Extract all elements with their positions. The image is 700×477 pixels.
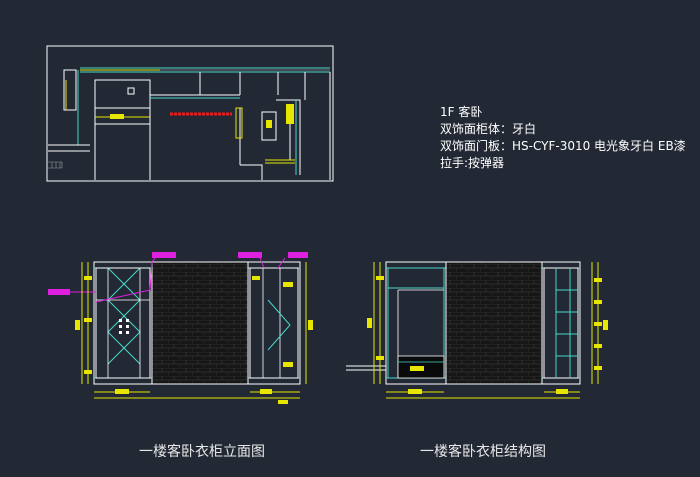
note-cabinet-body: 双饰面柜体：牙白: [440, 122, 537, 136]
structure-drawing: [346, 261, 608, 399]
note-door-panel: 双饰面门板：HS-CYF-3010 电光象牙白 EB漆: [440, 139, 686, 153]
floor-plan: [46, 45, 334, 182]
elevation-drawing: [48, 252, 313, 404]
note-room: 1F 客卧: [440, 105, 483, 119]
material-notes: 1F 客卧 双饰面柜体：牙白 双饰面门板：HS-CYF-3010 电光象牙白 E…: [440, 104, 686, 172]
elevation-caption: 一楼客卧衣柜立面图: [139, 444, 265, 460]
structure-caption: 一楼客卧衣柜结构图: [420, 444, 546, 460]
note-handle: 拉手:按弹器: [440, 156, 505, 170]
